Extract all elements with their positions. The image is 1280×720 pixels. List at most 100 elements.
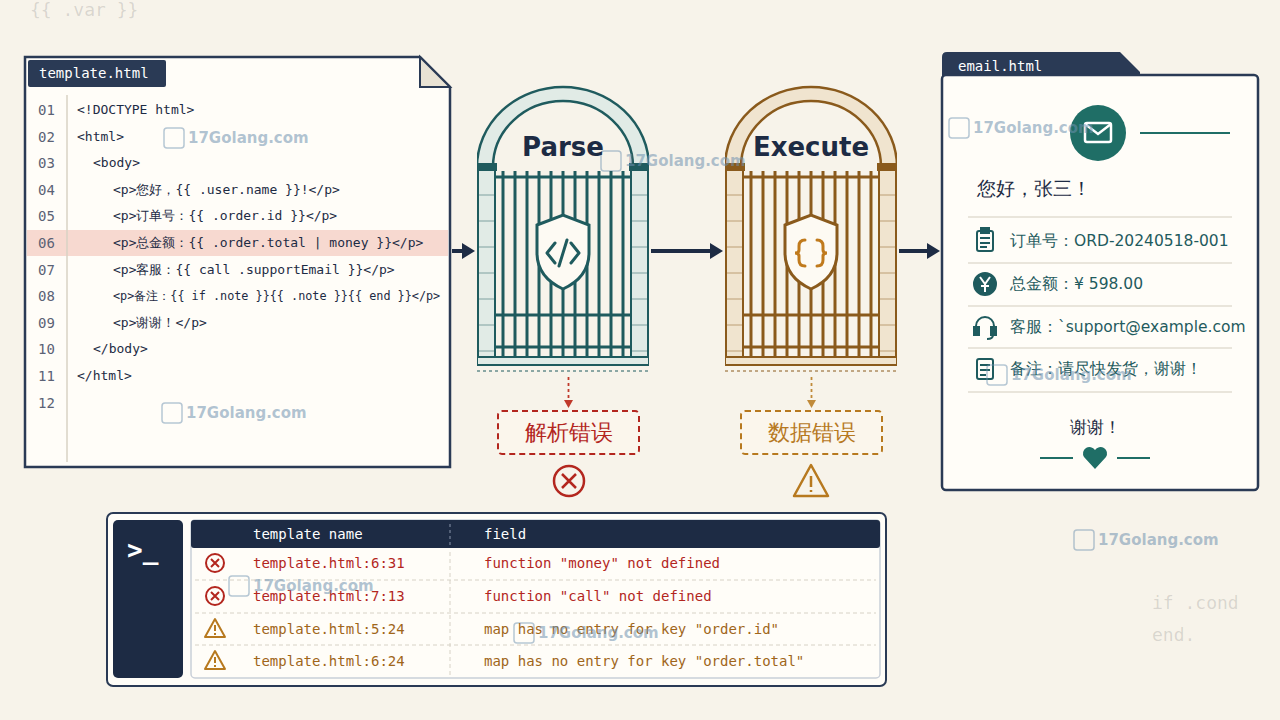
rect-shape [981,228,989,233]
arrow-head [927,243,940,259]
code-line: <p>备注：{{ if .note }}{{ .note }}{{ end }}… [113,286,440,306]
table-rules [195,552,876,675]
background-code: if .cond [1152,592,1239,614]
line-number: 03 [38,153,55,173]
table-cell: template.html:6:31 [253,553,405,573]
rect-shape [987,365,1007,385]
table-cell: map has no entry for key "order.total" [484,651,804,671]
error-line-highlight [27,230,448,256]
arrow-head [564,400,573,408]
line-shape [495,176,631,179]
line-shape [750,171,753,357]
line-shape [502,171,505,357]
rect-shape [725,357,897,365]
row-status-icons [205,554,225,669]
code-line: <!DOCTYPE html> [77,100,194,120]
line-shape [846,171,849,357]
stage-gate: Parse [477,85,649,375]
g-shape [495,171,631,357]
line-shape [968,262,1232,264]
line-shape [762,171,765,357]
table-cell: function "money" not defined [484,553,720,573]
arrow-head [710,243,723,259]
dividers [968,217,1232,392]
gate-shape [725,85,897,375]
rect-shape [726,169,743,359]
connector [564,377,573,408]
line-shape [880,195,895,196]
closing: 谢谢！ [1070,415,1121,439]
watermark: 17Golang.com [253,576,374,596]
rect-shape [877,163,897,171]
line-shape [479,221,494,222]
line-shape [727,273,742,274]
path-shape [980,277,990,292]
line-number: 10 [38,339,55,359]
error-symbol [554,466,584,496]
path-shape [205,619,225,637]
rule [1117,457,1150,459]
column-header: template name [253,524,363,544]
line-shape [880,299,895,300]
watermark: 17Golang.com [188,128,309,148]
line-shape [968,305,1232,307]
line-number: 02 [38,127,55,147]
line-number: 07 [38,260,55,280]
path-shape [211,592,219,600]
line-shape [727,221,742,222]
line-shape [632,247,647,248]
rect-shape [164,128,184,148]
column-header: field [484,524,526,544]
error-cross [562,474,576,488]
line-shape [632,273,647,274]
line-number: 08 [38,286,55,306]
rect-shape [1074,530,1094,550]
line-shape [743,176,879,179]
path-shape [477,87,649,167]
code-line: <p>客服：{{ call .supportEmail }}</p> [113,260,395,280]
line-shape [632,195,647,196]
error-box: 解析错误 [497,410,640,455]
line-shape [880,351,895,352]
line-shape [495,314,631,317]
email-panel [942,75,1258,490]
line-shape [870,171,873,357]
greeting: 您好，张三！ [977,175,1091,201]
code-panel [25,57,450,467]
arrow-head [462,243,475,259]
warning-mark [810,476,813,492]
stage-title: Execute [725,131,897,163]
path-shape [205,651,225,669]
stage-gate: Execute [725,85,897,375]
line-shape [980,369,990,371]
email-field: 订单号：ORD-20240518-001 [1010,230,1229,252]
stage-title: Parse [477,131,649,163]
table-rule [450,524,451,545]
line-shape [632,299,647,300]
code-line: <p>总金额：{{ .order.total | money }}</p> [113,233,423,253]
line-shape [195,613,876,614]
background-code: end. [1152,624,1195,646]
error-table [191,520,880,678]
path-shape [725,87,897,167]
path-shape [785,215,837,289]
connector [899,243,940,259]
watermark: 17Golang.com [1098,530,1219,550]
line-shape [858,171,861,357]
line-number: 09 [38,313,55,333]
code-line: </html> [77,366,132,386]
error-kind: 解析错误 [525,418,613,448]
rect-shape [478,169,495,359]
line-shape [727,351,742,352]
terminal-block [113,520,183,678]
rect-shape [229,576,249,596]
table-cell: function "call" not defined [484,586,712,606]
gutter-line [66,95,68,462]
rule [1040,457,1073,459]
rect-shape [477,163,497,171]
error-box: 数据错误 [740,410,883,455]
code-line: <p>您好，{{ .user.name }}!</p> [113,180,340,200]
rect-shape [949,118,969,138]
error-kind: 数据错误 [768,418,856,448]
file-name: template.html [39,63,149,83]
